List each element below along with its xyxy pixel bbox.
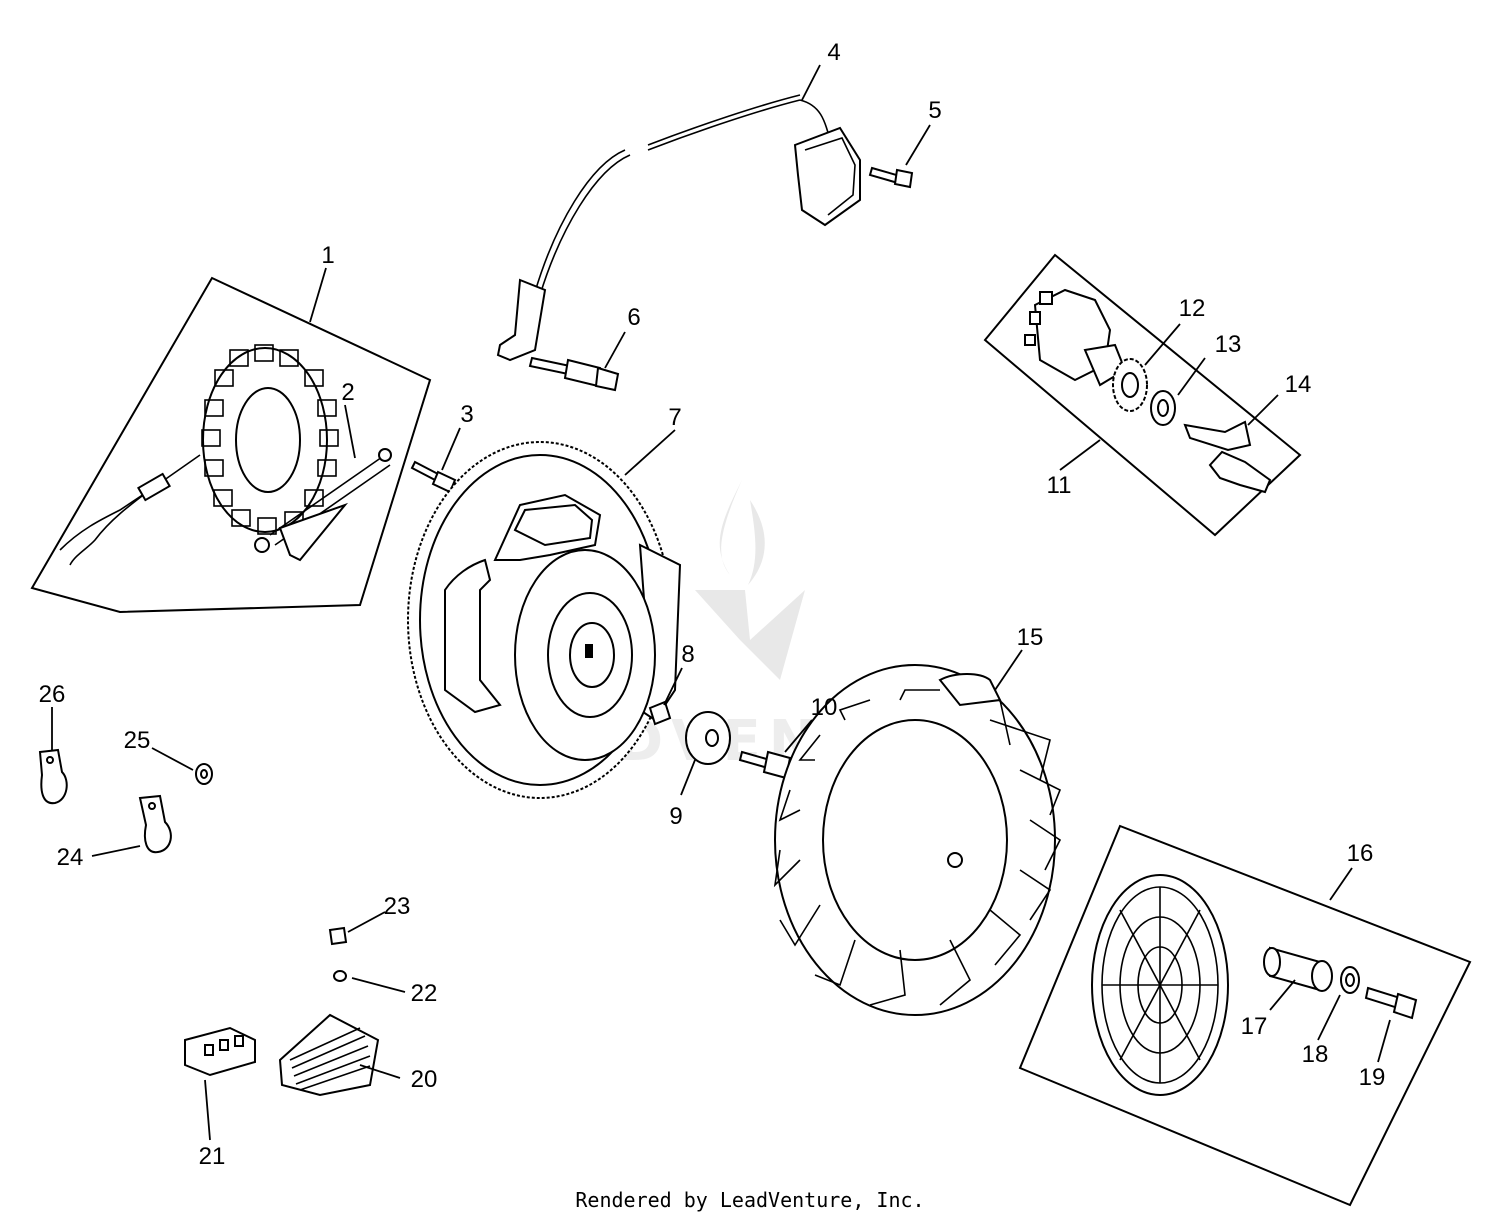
- callout-1: 1: [321, 242, 334, 269]
- callout-3: 3: [460, 401, 473, 428]
- switch-nut: [1150, 390, 1176, 426]
- stator-group-box: [30, 276, 432, 614]
- screen-washer: [1340, 966, 1360, 994]
- callout-25: 25: [124, 727, 151, 754]
- screw-23: [328, 926, 348, 946]
- wire-clamp-24: [138, 794, 172, 854]
- callout-labels: 1 2 3 4 5 6 7 8 9 10 11 12 13 14 15 16 1…: [39, 39, 1386, 1170]
- leader-lines: [51, 64, 1391, 1141]
- ignition-keys: [1183, 420, 1272, 494]
- stator-screw: [410, 460, 457, 494]
- callout-26: 26: [39, 681, 66, 708]
- stator: [59, 344, 339, 566]
- flywheel-washer: [685, 711, 731, 765]
- callout-24: 24: [57, 844, 84, 871]
- callout-19: 19: [1359, 1064, 1386, 1091]
- callout-8: 8: [681, 641, 694, 668]
- cooling-fan: [773, 664, 1062, 1016]
- callout-13: 13: [1215, 331, 1242, 358]
- callout-2: 2: [341, 379, 354, 406]
- callout-20: 20: [411, 1066, 438, 1093]
- callout-18: 18: [1302, 1041, 1329, 1068]
- connector-plug: [184, 1026, 256, 1077]
- switch-lock-washer: [1112, 358, 1148, 412]
- screen-screw: [1364, 986, 1418, 1020]
- callout-6: 6: [627, 304, 640, 331]
- screen-group-box: [1018, 824, 1472, 1207]
- callout-14: 14: [1285, 371, 1312, 398]
- callout-21: 21: [199, 1143, 226, 1170]
- callout-22: 22: [411, 980, 438, 1007]
- render-credit: Rendered by LeadVenture, Inc.: [575, 1188, 925, 1212]
- callout-17: 17: [1241, 1013, 1268, 1040]
- callout-9: 9: [669, 803, 682, 830]
- rectifier-regulator: [278, 1013, 380, 1097]
- ignition-module: [496, 94, 861, 362]
- callout-16: 16: [1347, 840, 1374, 867]
- callout-4: 4: [827, 39, 840, 66]
- callout-15: 15: [1017, 624, 1044, 651]
- ground-strap: [254, 448, 392, 562]
- module-screw: [868, 166, 914, 189]
- lock-washer-22: [333, 970, 347, 982]
- screen-spacer: [1263, 946, 1333, 992]
- callout-5: 5: [928, 97, 941, 124]
- wire-clamp-26: [38, 748, 68, 805]
- flywheel-key: [648, 700, 672, 726]
- callout-7: 7: [668, 404, 681, 431]
- callout-11: 11: [1047, 472, 1072, 499]
- spark-plug: [528, 356, 620, 392]
- callout-23: 23: [384, 893, 411, 920]
- callout-10: 10: [811, 694, 838, 721]
- washer-25: [195, 763, 213, 785]
- switch-group-box: [983, 253, 1302, 537]
- callout-12: 12: [1179, 295, 1206, 322]
- key-switch: [1024, 288, 1127, 387]
- rotating-screen: [1091, 874, 1229, 1096]
- flywheel: [407, 441, 682, 799]
